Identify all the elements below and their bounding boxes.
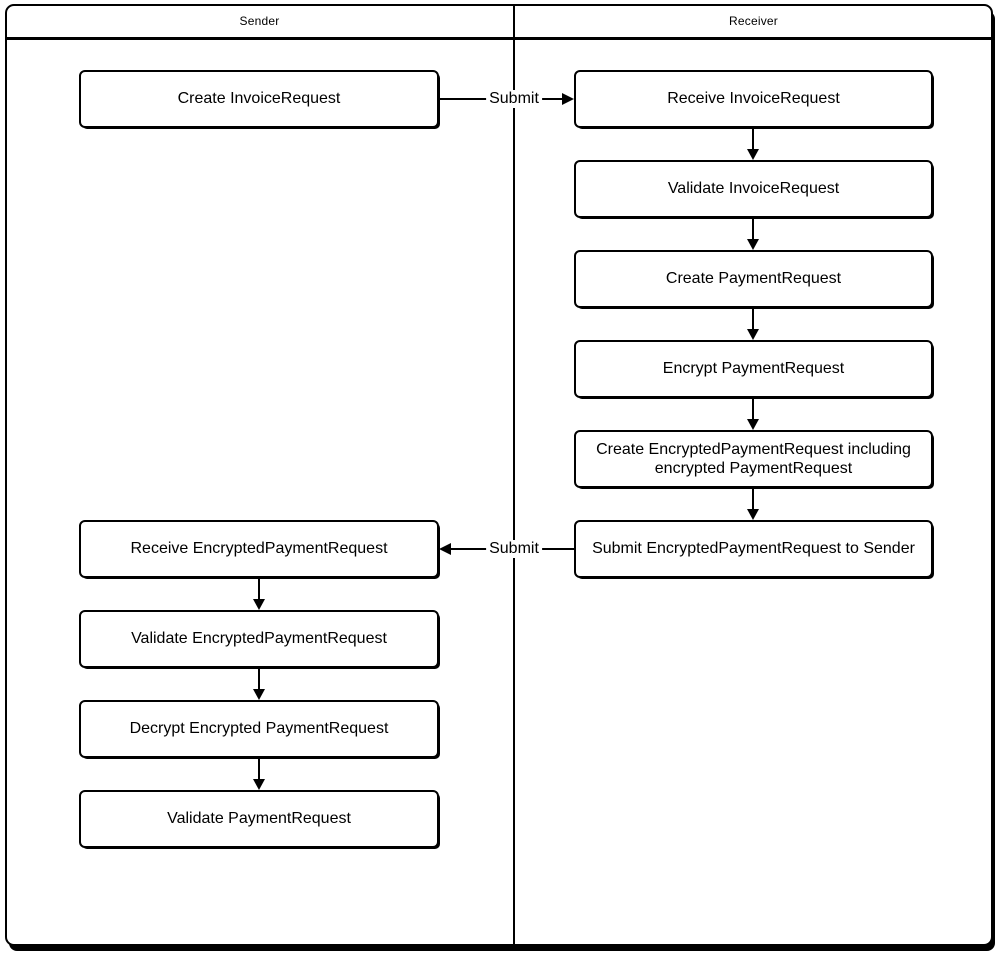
node-receive-encryptedpaymentrequest[interactable]: Receive EncryptedPaymentRequest	[79, 520, 439, 578]
node-create-invoicerequest[interactable]: Create InvoiceRequest	[79, 70, 439, 128]
node-create-encryptedpaymentrequest[interactable]: Create EncryptedPaymentRequest including…	[574, 430, 933, 488]
node-decrypt-encrypted-paymentrequest[interactable]: Decrypt Encrypted PaymentRequest	[79, 700, 439, 758]
node-label: Create InvoiceRequest	[177, 90, 341, 108]
lane-header-sender: Sender	[5, 4, 514, 38]
node-create-paymentrequest[interactable]: Create PaymentRequest	[574, 250, 933, 308]
node-encrypt-paymentrequest[interactable]: Encrypt PaymentRequest	[574, 340, 933, 398]
node-label: Create EncryptedPaymentRequest including…	[596, 440, 911, 477]
lane-title: Receiver	[729, 14, 778, 28]
node-submit-encryptedpaymentrequest-to-sender[interactable]: Submit EncryptedPaymentRequest to Sender	[574, 520, 933, 578]
connector-arrow-down	[747, 308, 759, 340]
edge-label-submit-payment: Submit	[486, 540, 542, 558]
connector-arrow-down	[253, 668, 265, 700]
node-label: Validate PaymentRequest	[167, 810, 351, 828]
connector-arrow-down	[747, 398, 759, 430]
lane-title: Sender	[239, 14, 280, 28]
node-label: Receive InvoiceRequest	[667, 90, 840, 108]
connector-arrow-down	[253, 758, 265, 790]
node-label: Validate EncryptedPaymentRequest	[131, 630, 387, 648]
lane-header-underline	[6, 37, 991, 40]
node-validate-encryptedpaymentrequest[interactable]: Validate EncryptedPaymentRequest	[79, 610, 439, 668]
node-label: Create PaymentRequest	[665, 270, 842, 288]
node-label: Encrypt PaymentRequest	[662, 360, 845, 378]
lane-divider	[513, 5, 515, 945]
node-receive-invoicerequest[interactable]: Receive InvoiceRequest	[574, 70, 933, 128]
connector-arrow-down	[253, 578, 265, 610]
connector-arrow-down	[747, 488, 759, 520]
node-validate-invoicerequest[interactable]: Validate InvoiceRequest	[574, 160, 933, 218]
node-label: Submit EncryptedPaymentRequest to Sender	[592, 540, 915, 558]
node-label: Decrypt Encrypted PaymentRequest	[129, 720, 389, 738]
node-label: Receive EncryptedPaymentRequest	[130, 540, 388, 558]
connector-arrow-down	[747, 128, 759, 160]
connector-arrow-down	[747, 218, 759, 250]
edge-label-submit-invoice: Submit	[486, 90, 542, 108]
lane-header-receiver: Receiver	[514, 4, 993, 38]
node-label: Validate InvoiceRequest	[667, 180, 840, 198]
node-validate-paymentrequest[interactable]: Validate PaymentRequest	[79, 790, 439, 848]
